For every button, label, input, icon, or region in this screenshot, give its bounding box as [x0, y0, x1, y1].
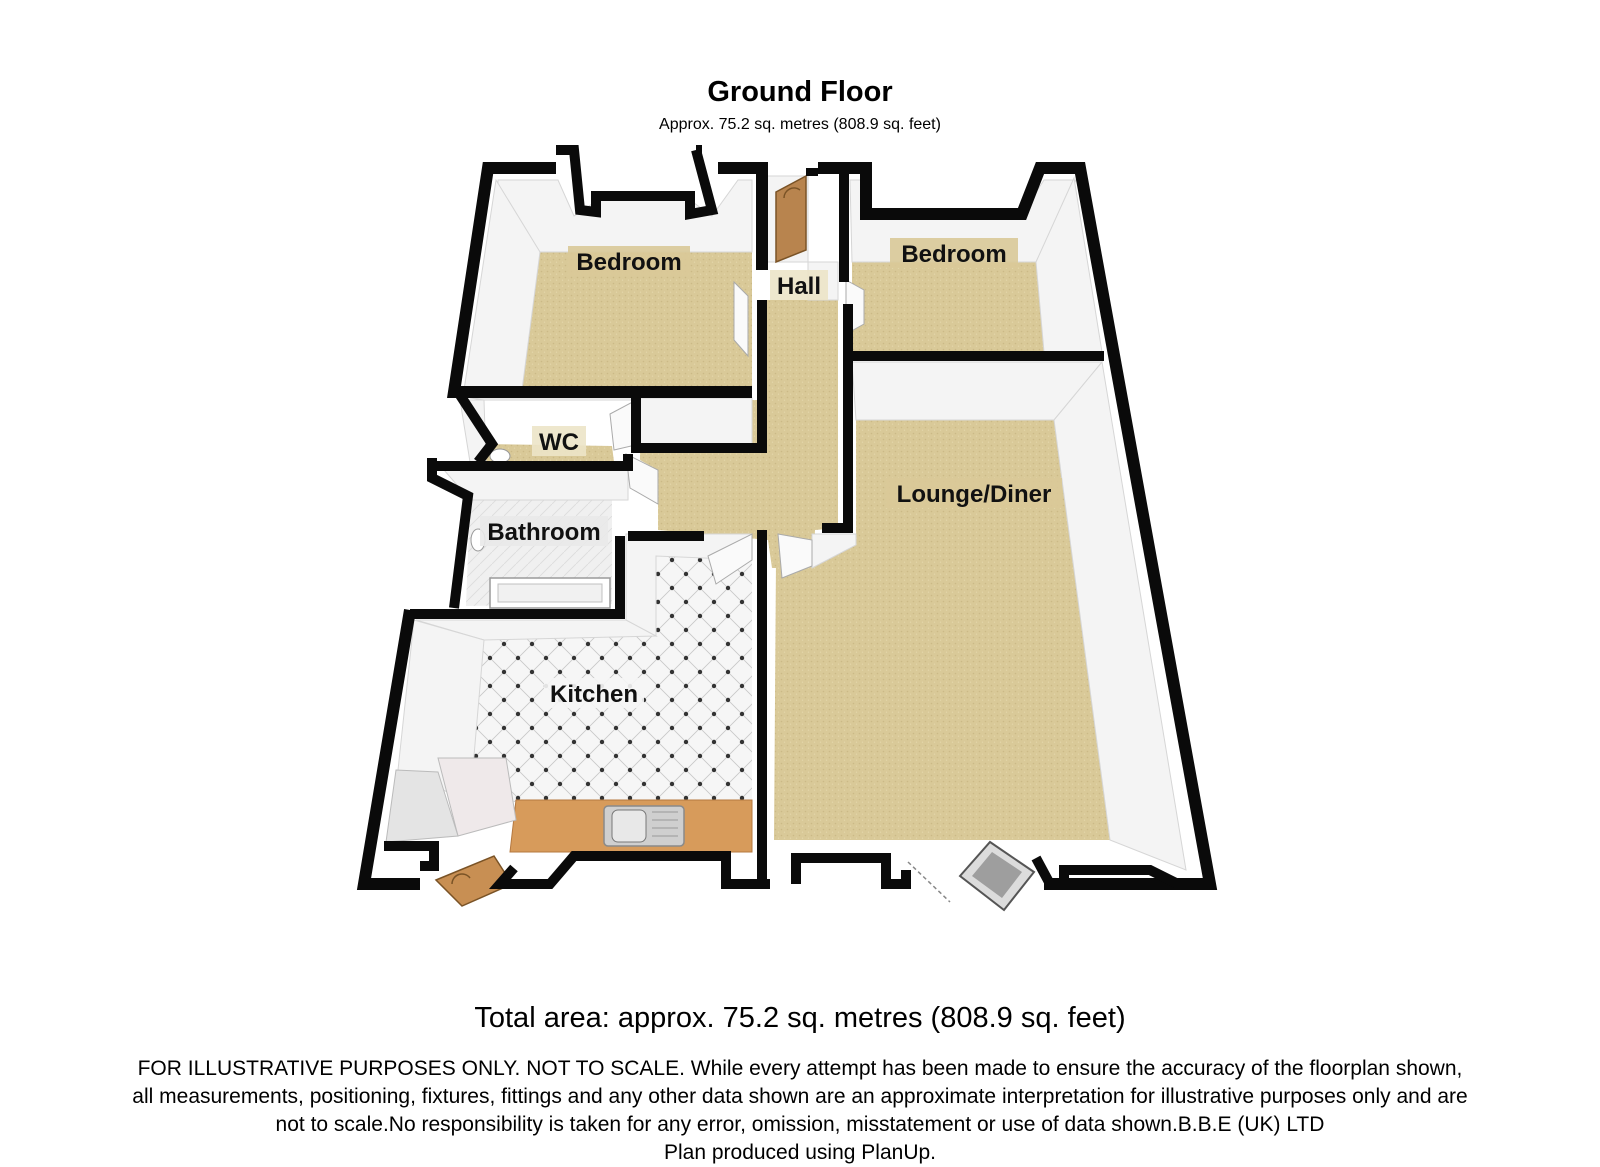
bedroom-right-floor — [852, 262, 1044, 352]
lounge-diner-floor — [774, 420, 1110, 840]
room-labels: Bedroom Bedroom Hall WC Bathroom Kitchen… — [480, 238, 1062, 708]
total-area: Total area: approx. 75.2 sq. metres (808… — [474, 1002, 1126, 1034]
floor-title: Ground Floor — [707, 76, 893, 108]
wall-faces — [397, 175, 1187, 871]
walls — [356, 145, 1218, 890]
kitchen-appliance — [437, 757, 517, 837]
bedroom-left-label: Bedroom — [576, 249, 681, 276]
floor-area-subtitle: Approx. 75.2 sq. metres (808.9 sq. feet) — [659, 116, 941, 133]
disclaimer-line: FOR ILLUSTRATIVE PURPOSES ONLY. NOT TO S… — [137, 1057, 1463, 1080]
kitchen-label: Kitchen — [550, 681, 638, 708]
bathroom-label: Bathroom — [487, 519, 600, 546]
disclaimer: FOR ILLUSTRATIVE PURPOSES ONLY. NOT TO S… — [18, 1055, 1582, 1167]
lounge-diner-label: Lounge/Diner — [897, 481, 1052, 508]
kitchen-unit — [385, 769, 459, 843]
bedroom-left-floor — [522, 252, 752, 390]
bedroom-right-label: Bedroom — [901, 241, 1006, 268]
wc-label: WC — [539, 429, 579, 456]
doors — [434, 174, 1036, 912]
kitchen-sink — [603, 805, 685, 847]
disclaimer-line: Plan produced using PlanUp. — [663, 1141, 936, 1164]
disclaimer-line: all measurements, positioning, fixtures,… — [132, 1085, 1468, 1108]
wc-toilet — [489, 448, 511, 464]
hall-label: Hall — [777, 273, 821, 300]
disclaimer-line: not to scale.No responsibility is taken … — [275, 1113, 1325, 1136]
bath — [489, 577, 611, 609]
